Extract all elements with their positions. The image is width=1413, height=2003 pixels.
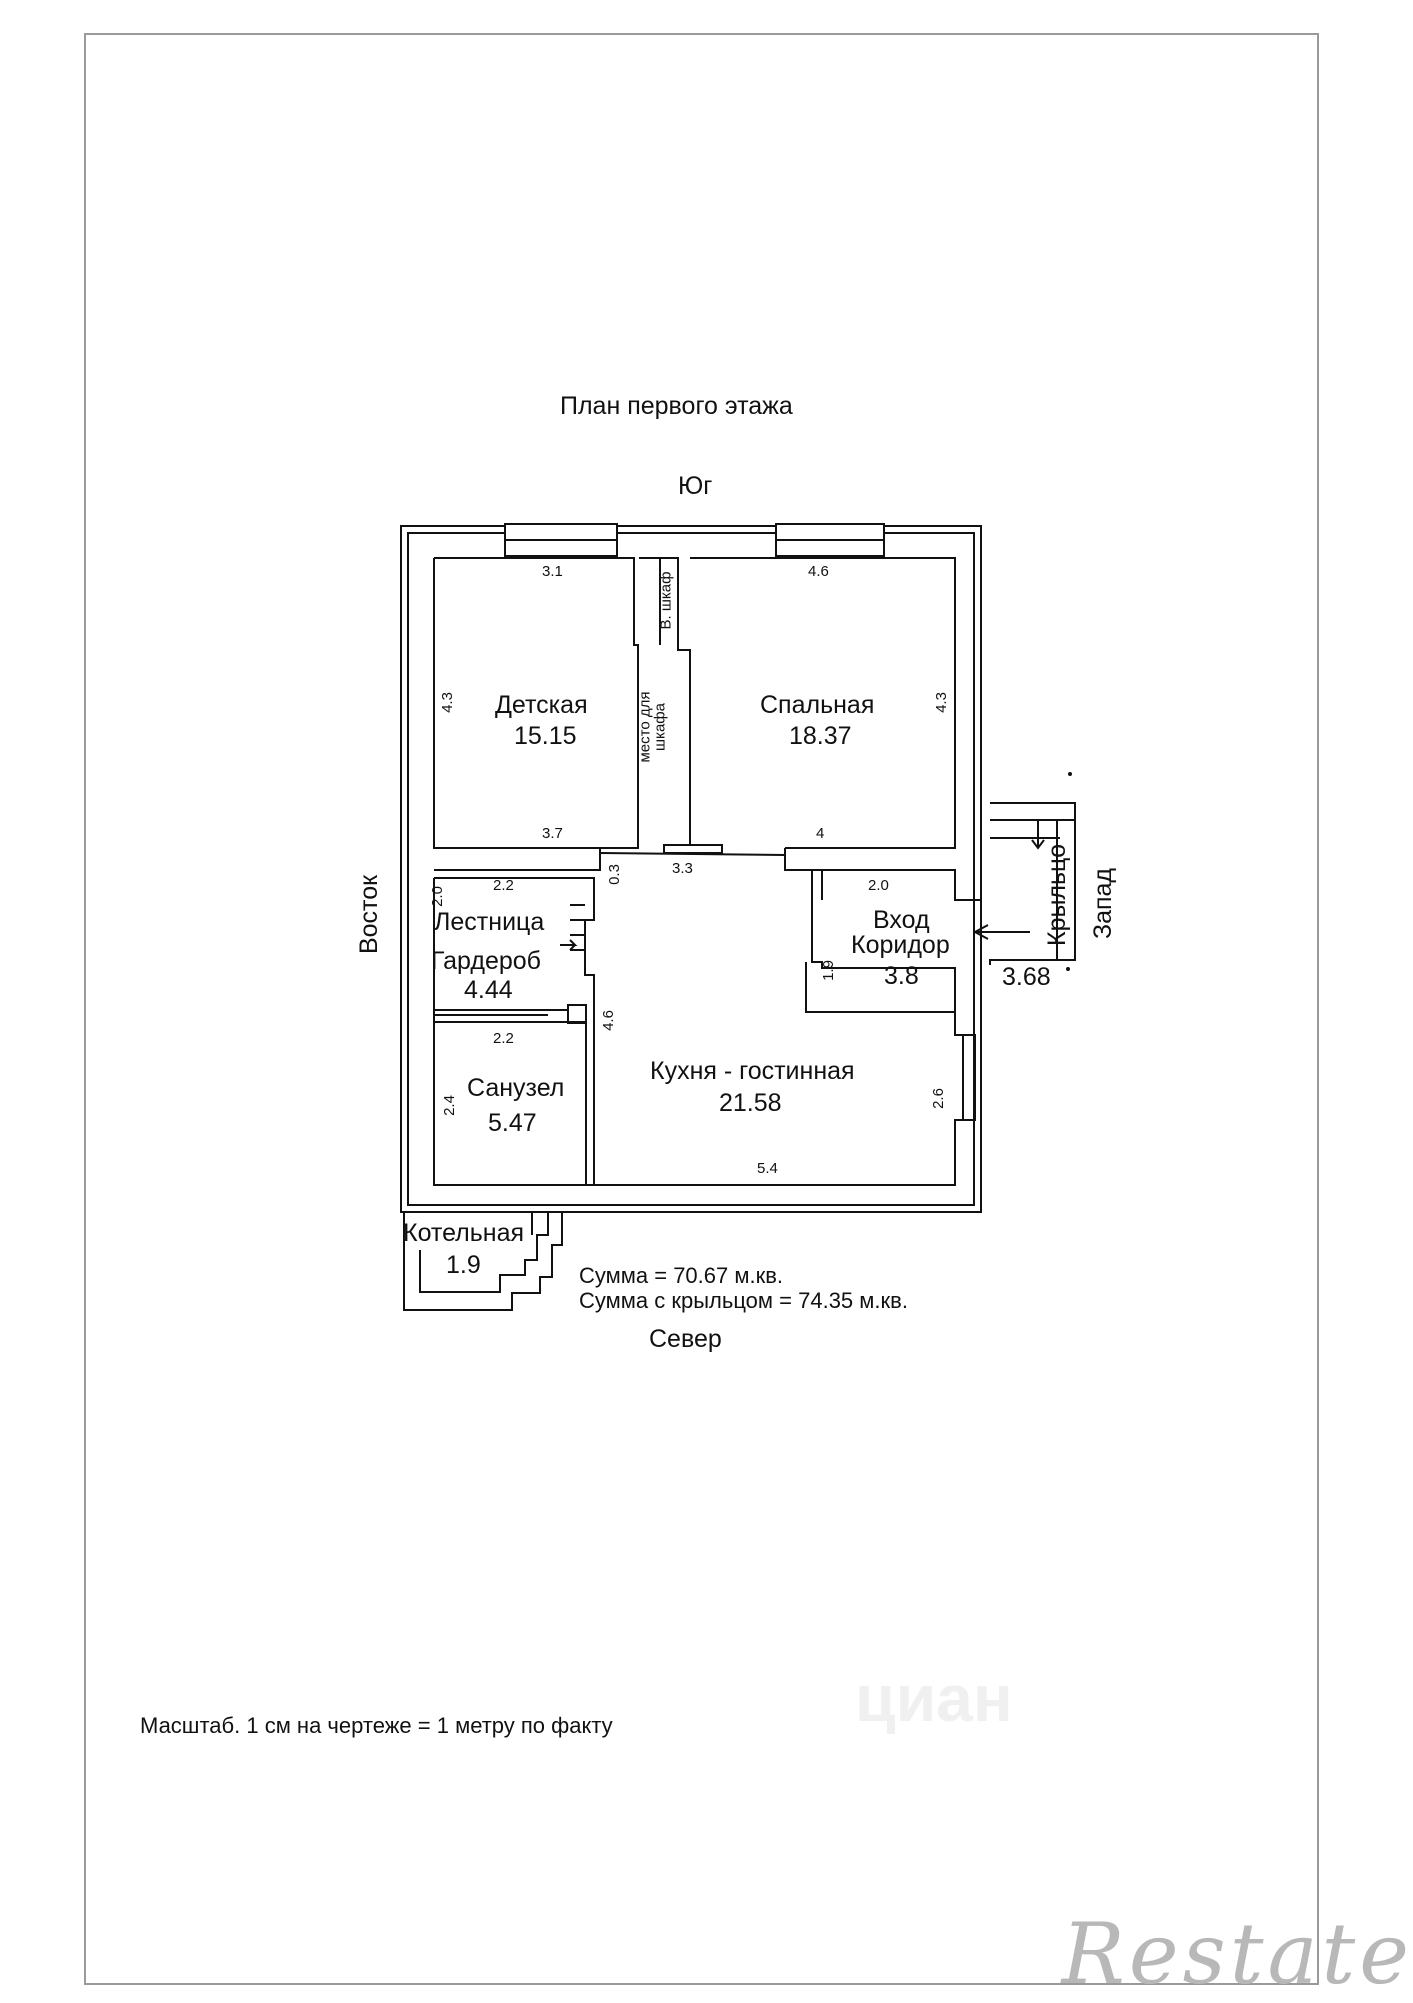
dim-children-side: 4.3 (438, 692, 456, 713)
room-wardrobe-name: Гардероб (431, 947, 541, 975)
drawing-sheet (84, 33, 1319, 1985)
dim-kitchen-bottom: 5.4 (757, 1160, 778, 1177)
direction-north: Север (649, 1325, 722, 1353)
room-bedroom-name: Спальная (760, 691, 875, 719)
total-area-with-porch: Сумма с крыльцом = 74.35 м.кв. (579, 1288, 908, 1313)
room-children-area: 15.15 (514, 722, 577, 750)
room-corridor-name2: Коридор (851, 931, 950, 959)
corridor-walls (811, 870, 956, 1012)
dim-bath-top: 2.2 (493, 1030, 514, 1047)
page-title: План первого этажа (560, 392, 793, 420)
closet-label: В. шкаф (657, 571, 675, 630)
direction-west: Запад (1089, 867, 1118, 940)
logo: Restate (1061, 1905, 1413, 2003)
room-children-name: Детская (495, 691, 588, 719)
kitchen-walls (593, 1012, 976, 1186)
scale-note: Масштаб. 1 см на чертеже = 1 метру по фа… (140, 1713, 613, 1738)
closet-walls (639, 557, 691, 845)
room-bedroom-area: 18.37 (789, 722, 852, 750)
dim-corridor-side: 1.9 (819, 960, 837, 981)
room-corridor-area: 3.8 (884, 962, 919, 990)
room-stairs-name: Лестница (434, 908, 545, 936)
room-kitchen-area: 21.58 (719, 1089, 782, 1117)
dim-hall-width: 3.3 (672, 860, 693, 877)
dim-kitchen-left: 4.6 (599, 1010, 617, 1031)
total-area: Сумма = 70.67 м.кв. (579, 1263, 784, 1288)
children-room-walls (433, 557, 639, 849)
room-porch-area: 3.68 (1002, 963, 1051, 991)
room-bathroom-area: 5.47 (488, 1109, 537, 1137)
porch-walls (989, 802, 1076, 965)
dim-hall-gap: 0.3 (605, 864, 623, 885)
bathroom-walls (433, 1021, 587, 1186)
room-bathroom-name: Санузел (467, 1074, 565, 1102)
dim-bedroom-top: 4.6 (808, 563, 829, 580)
dim-bath-side: 2.4 (440, 1095, 458, 1116)
bedroom-room-walls (690, 557, 956, 849)
dim-children-bottom: 3.7 (542, 825, 563, 842)
watermark: циан (855, 1661, 1013, 1735)
dim-kitchen-right: 2.6 (929, 1088, 947, 1109)
closet-space-line2: шкафа (651, 703, 669, 751)
outer-wall-inner (407, 532, 975, 1206)
dim-children-top: 3.1 (542, 563, 563, 580)
dim-stairs-side: 2.0 (428, 886, 446, 907)
dim-bedroom-bottom: 4 (816, 825, 825, 842)
room-boiler-name: Котельная (403, 1219, 525, 1247)
dim-bedroom-side: 4.3 (932, 692, 950, 713)
room-porch-name: Крыльцо (1043, 844, 1071, 946)
direction-south: Юг (678, 472, 713, 500)
room-boiler-area: 1.9 (446, 1251, 481, 1279)
room-kitchen-name: Кухня - гостинная (650, 1057, 855, 1085)
room-corridor-name1: Вход (873, 906, 930, 934)
dim-corridor-top: 2.0 (868, 877, 889, 894)
boiler-walls (403, 1212, 563, 1311)
room-wardrobe-area: 4.44 (464, 976, 513, 1004)
door-marker (663, 844, 723, 854)
outer-wall-outer (400, 525, 982, 1213)
direction-east: Восток (355, 874, 384, 955)
dim-stairs-top: 2.2 (493, 877, 514, 894)
